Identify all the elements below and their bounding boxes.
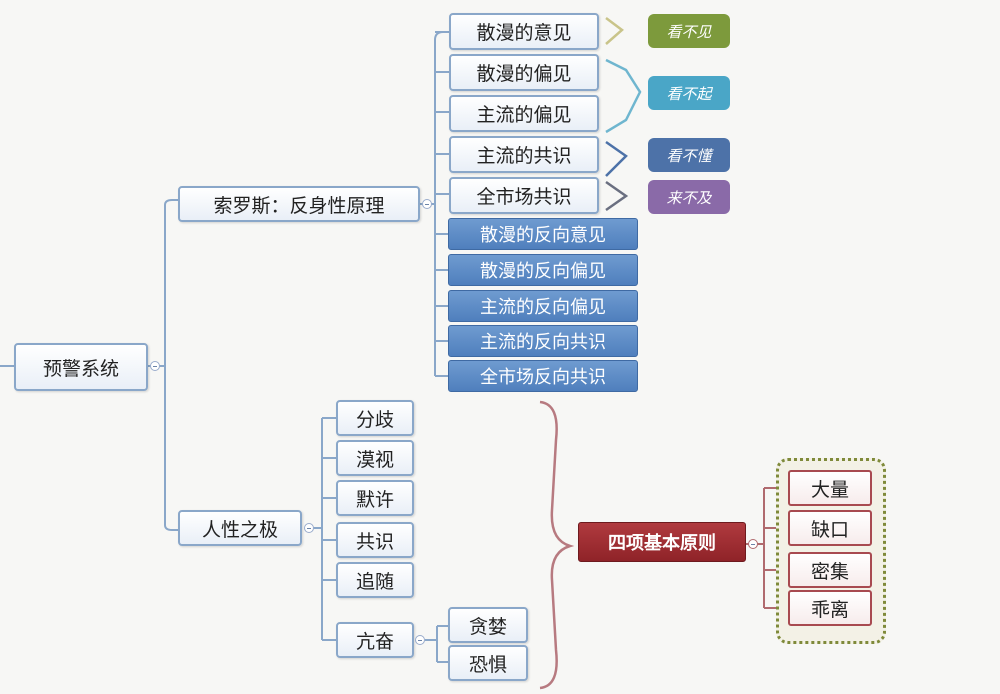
soros-reverse-item[interactable]: 全市场反向共识 xyxy=(448,360,638,392)
soros-reverse-item[interactable]: 主流的反向偏见 xyxy=(448,290,638,322)
soros-reverse-item[interactable]: 散漫的反向意见 xyxy=(448,218,638,250)
tag-look-down[interactable]: 看不起 xyxy=(648,76,730,110)
principle-item[interactable]: 乖离 xyxy=(788,590,872,626)
human-item[interactable]: 默许 xyxy=(336,480,414,516)
collapse-toggle-icon[interactable] xyxy=(415,635,425,645)
tag-too-late[interactable]: 来不及 xyxy=(648,180,730,214)
human-item[interactable]: 共识 xyxy=(336,522,414,558)
principle-item[interactable]: 大量 xyxy=(788,470,872,506)
human-item[interactable]: 追随 xyxy=(336,562,414,598)
collapse-toggle-icon[interactable] xyxy=(304,523,314,533)
collapse-toggle-icon[interactable] xyxy=(150,361,160,371)
collapse-toggle-icon[interactable] xyxy=(748,539,758,549)
soros-reverse-item[interactable]: 主流的反向共识 xyxy=(448,325,638,357)
human-item[interactable]: 分歧 xyxy=(336,400,414,436)
principle-item[interactable]: 密集 xyxy=(788,552,872,588)
principle-item[interactable]: 缺口 xyxy=(788,510,872,546)
root-node[interactable]: 预警系统 xyxy=(14,343,148,391)
soros-reverse-item[interactable]: 散漫的反向偏见 xyxy=(448,254,638,286)
collapse-toggle-icon[interactable] xyxy=(422,199,432,209)
soros-item[interactable]: 主流的共识 xyxy=(449,136,599,173)
human-item[interactable]: 漠视 xyxy=(336,440,414,476)
soros-item[interactable]: 散漫的偏见 xyxy=(449,54,599,91)
soros-item[interactable]: 全市场共识 xyxy=(449,177,599,214)
soros-item[interactable]: 主流的偏见 xyxy=(449,95,599,132)
excitement-item[interactable]: 贪婪 xyxy=(448,607,528,643)
tag-cannot-understand[interactable]: 看不懂 xyxy=(648,138,730,172)
tag-cannot-see[interactable]: 看不见 xyxy=(648,14,730,48)
soros-item[interactable]: 散漫的意见 xyxy=(449,13,599,50)
principles-node[interactable]: 四项基本原则 xyxy=(578,522,746,562)
branch-soros[interactable]: 索罗斯：反身性原理 xyxy=(178,186,420,222)
human-item[interactable]: 亢奋 xyxy=(336,622,414,658)
branch-human-extreme[interactable]: 人性之极 xyxy=(178,510,302,546)
excitement-item[interactable]: 恐惧 xyxy=(448,645,528,681)
